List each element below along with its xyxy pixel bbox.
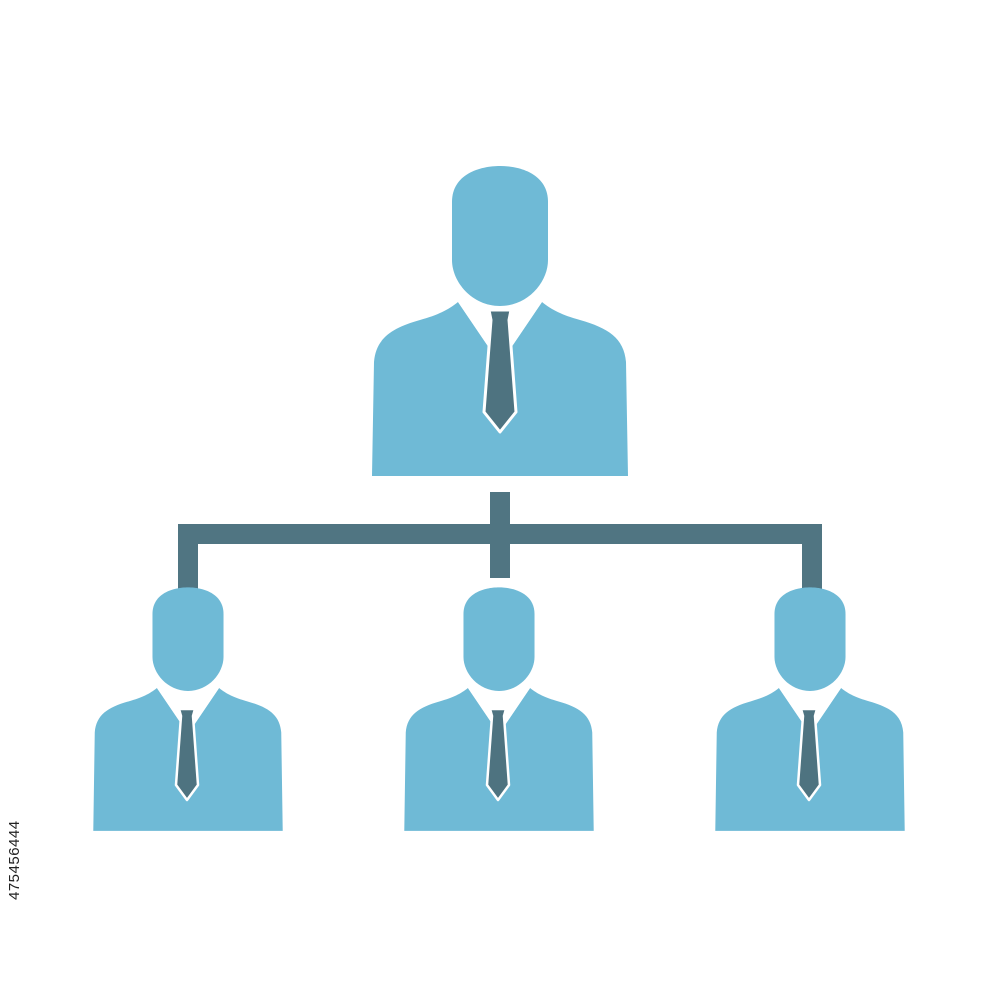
stock-image-id: 475456444 [6, 820, 23, 900]
org-connector [178, 492, 822, 590]
connector-horizontal [178, 524, 822, 544]
connector-left-drop [178, 524, 198, 590]
tie-icon [482, 308, 518, 434]
subordinate-figure-center [404, 587, 594, 831]
tie-icon [485, 707, 511, 802]
connector-right-drop [802, 524, 822, 590]
manager-figure [372, 166, 628, 476]
subordinate-figure-right [715, 587, 905, 831]
tie-icon [174, 707, 200, 802]
subordinate-figure-left [93, 587, 283, 831]
tie-icon [796, 707, 822, 802]
